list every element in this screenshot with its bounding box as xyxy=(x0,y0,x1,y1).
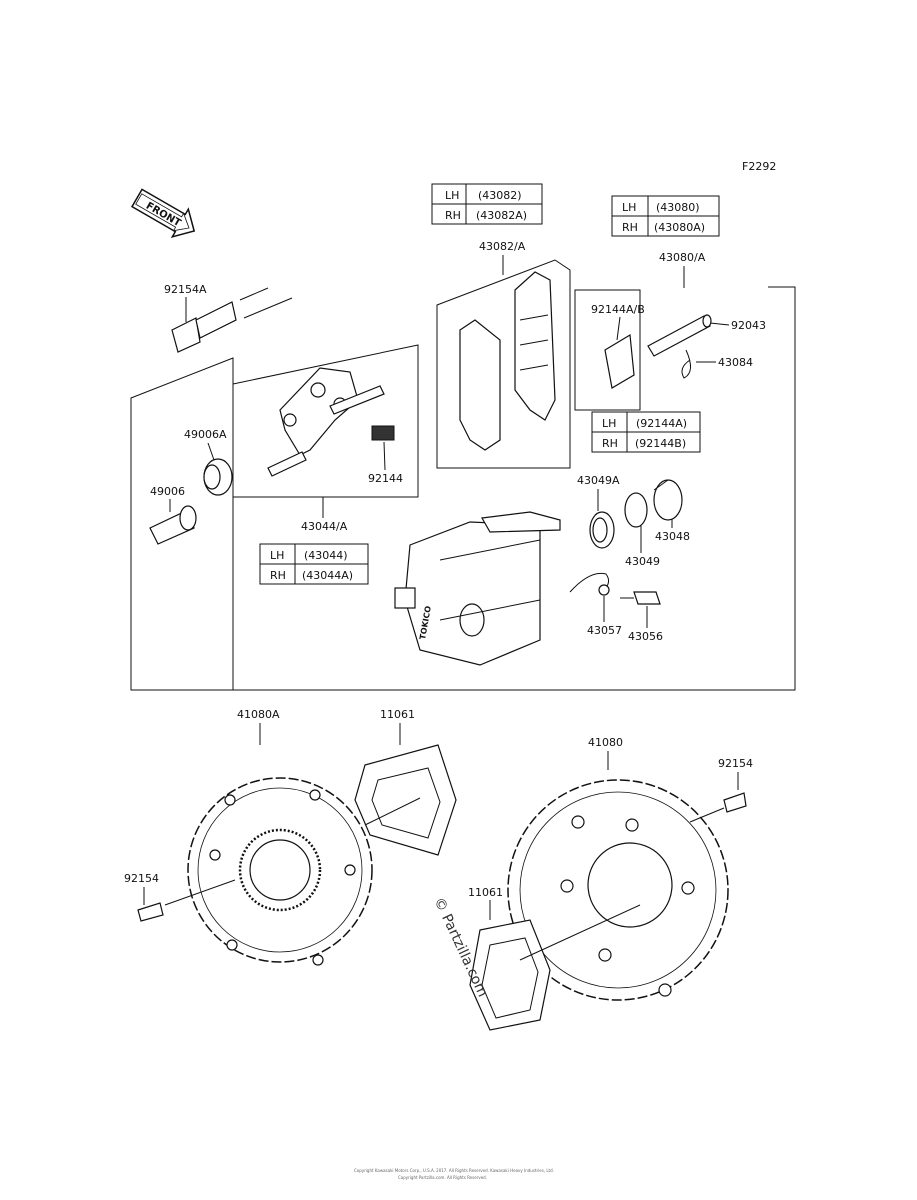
brake-disc-41080a-part xyxy=(187,777,373,966)
caliper-body-part: TOKICO xyxy=(394,511,561,666)
callout-clip: 43084 xyxy=(718,356,753,369)
callout-holder: 43044/A xyxy=(301,520,348,533)
svg-text:(43082A): (43082A) xyxy=(476,209,527,222)
seal-43049-part xyxy=(624,492,648,528)
callout-small-spring: 92144 xyxy=(368,472,403,485)
svg-text:RH: RH xyxy=(602,437,618,450)
svg-text:(43044): (43044) xyxy=(304,549,348,562)
pad-spring-part xyxy=(604,333,635,389)
svg-text:LH: LH xyxy=(270,549,284,562)
bolt-92154-left-part xyxy=(137,879,236,922)
seal-43049a-part xyxy=(589,511,615,549)
cap-43057-part xyxy=(569,572,610,596)
footer-line-2: Copyright Partzilla.com. All Rights Rese… xyxy=(398,1175,487,1180)
spring-92144-part xyxy=(371,425,395,441)
callout-shim-top: 11061 xyxy=(380,708,415,721)
svg-text:(43082): (43082) xyxy=(478,189,522,202)
callout-pads: 43082/A xyxy=(479,240,526,253)
table-pads: LH (43082) RH (43082A) xyxy=(431,183,543,225)
svg-text:LH: LH xyxy=(445,189,459,202)
pin-box xyxy=(574,289,641,411)
bleeder-43056-part xyxy=(620,591,661,605)
pin-92043-part xyxy=(647,314,712,357)
brake-pads-part xyxy=(459,271,556,451)
callout-sleeve: 49006 xyxy=(150,485,185,498)
shim-11061-bottom-part xyxy=(469,904,641,1031)
svg-text:RH: RH xyxy=(270,569,286,582)
table-pin: LH (43080) RH (43080A) xyxy=(611,195,720,237)
shim-11061-top-part xyxy=(354,744,457,856)
pad-box xyxy=(436,259,571,469)
callout-bleeder: 43056 xyxy=(628,630,663,643)
sleeve-49006-part xyxy=(149,505,197,545)
callout-shim-bottom: 11061 xyxy=(468,886,503,899)
svg-text:LH: LH xyxy=(622,201,636,214)
bolt-92154a-part xyxy=(171,287,293,353)
brake-disc-41080-part xyxy=(507,779,729,1001)
callout-bolt-a: 92154A xyxy=(164,283,207,296)
callout-bolt-left: 92154 xyxy=(124,872,159,885)
svg-text:(43044A): (43044A) xyxy=(302,569,353,582)
holder-43044-part xyxy=(267,367,385,477)
callout-spring-set: 92144A/B xyxy=(591,303,645,316)
svg-text:RH: RH xyxy=(445,209,461,222)
callout-pin: 92043 xyxy=(731,319,766,332)
table-holder: LH (43044) RH (43044A) xyxy=(259,543,369,585)
callout-disc-left: 41080A xyxy=(237,708,280,721)
svg-text:LH: LH xyxy=(602,417,616,430)
piston-43048-part xyxy=(653,479,683,521)
svg-text:(92144A): (92144A) xyxy=(636,417,687,430)
svg-text:RH: RH xyxy=(622,221,638,234)
bolt-92154-right-part xyxy=(689,792,747,823)
svg-text:(43080): (43080) xyxy=(656,201,700,214)
footer-line-1: Copyright Kawasaki Motors Corp., U.S.A. … xyxy=(354,1168,554,1173)
callout-seal-a: 43049A xyxy=(577,474,620,487)
clip-43084-part xyxy=(681,349,691,379)
front-arrow-icon: FRONT xyxy=(130,188,196,239)
table-spring: LH (92144A) RH (92144B) xyxy=(591,411,701,453)
callout-boot-a: 49006A xyxy=(184,428,227,441)
svg-text:(43080A): (43080A) xyxy=(654,221,705,234)
callout-pin-set: 43080/A xyxy=(659,251,706,264)
callout-cap: 43057 xyxy=(587,624,622,637)
svg-text:(92144B): (92144B) xyxy=(635,437,686,450)
callout-piston: 43048 xyxy=(655,530,690,543)
boot-49006a-part xyxy=(203,458,233,496)
assembly-box-frame xyxy=(130,286,796,691)
callout-seal: 43049 xyxy=(625,555,660,568)
callout-disc-right: 41080 xyxy=(588,736,623,749)
callout-bolt-right: 92154 xyxy=(718,757,753,770)
holder-box xyxy=(232,344,419,498)
figure-code: F2292 xyxy=(742,160,776,173)
